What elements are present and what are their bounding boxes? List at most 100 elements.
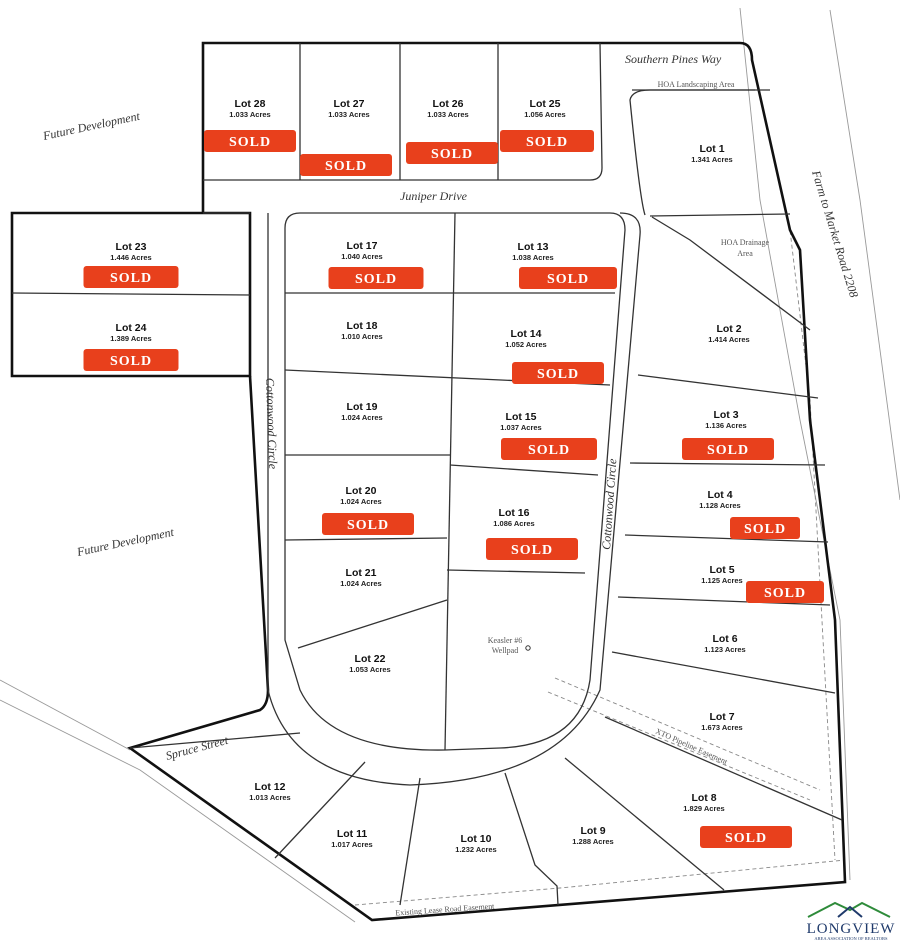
road-edge [0, 699, 356, 923]
sold-label: SOLD [764, 586, 806, 601]
sold-badge-bg [700, 826, 792, 848]
lot-name: Lot 25 [530, 98, 561, 110]
sold-badge-bg [682, 438, 774, 460]
lot-name: Lot 5 [709, 564, 734, 576]
house-roof-icon [807, 901, 891, 918]
lot-acres: 1.037 Acres [500, 423, 541, 432]
wellpad-label-2: Wellpad [492, 646, 518, 655]
lot-name: Lot 9 [580, 825, 605, 837]
lot-name: Lot 7 [709, 711, 734, 723]
hoa-landscaping-label: HOA Landscaping Area [658, 80, 735, 89]
wellpad-label: Keasler #6 [488, 636, 522, 645]
lot-name: Lot 10 [461, 833, 492, 845]
longview-logo: LONGVIEW AREA ASSOCIATION OF REALTORS [807, 901, 894, 941]
lot-name: Lot 17 [347, 240, 378, 252]
lot-11[interactable]: Lot 111.017 Acres [331, 828, 372, 849]
lot-name: Lot 12 [255, 781, 286, 793]
lot-acres: 1.038 Acres [512, 253, 553, 262]
sold-stamp: SOLD [204, 130, 296, 152]
lot-22[interactable]: Lot 221.053 Acres [349, 653, 390, 674]
lot-name: Lot 1 [699, 143, 724, 155]
lot-acres: 1.136 Acres [705, 421, 746, 430]
sold-badge-bg [83, 266, 179, 288]
lot-19[interactable]: Lot 191.024 Acres [341, 401, 382, 422]
lease-road-easement-line [354, 859, 846, 906]
sold-label: SOLD [537, 367, 579, 382]
lot-name: Lot 2 [716, 323, 741, 335]
lot-acres: 1.010 Acres [341, 332, 382, 341]
road-edge [829, 9, 900, 501]
street-cottonwood-circle-east: Cottonwood Circle [599, 458, 619, 551]
subdivision-boundary [127, 41, 847, 922]
sold-label: SOLD [355, 272, 397, 287]
lot-acres: 1.052 Acres [505, 340, 546, 349]
lot-1[interactable]: Lot 11.341 Acres [691, 143, 732, 164]
sold-stamp: SOLD [682, 438, 774, 460]
lot-acres: 1.024 Acres [340, 579, 381, 588]
street-southern-pines-way: Southern Pines Way [625, 52, 722, 66]
sold-badge-bg [300, 154, 392, 176]
lot-name: Lot 21 [346, 567, 377, 579]
lot-acres: 1.013 Acres [249, 793, 290, 802]
sold-badge-bg [519, 267, 617, 289]
lot-acres: 1.033 Acres [328, 110, 369, 119]
lot-name: Lot 27 [334, 98, 365, 110]
sold-stamp: SOLD [700, 826, 792, 848]
pipeline-easement-line [554, 677, 821, 791]
sold-badge-bg [501, 438, 597, 460]
lot-acres: 1.033 Acres [229, 110, 270, 119]
sold-stamp: SOLD [746, 581, 824, 603]
lot-10[interactable]: Lot 101.232 Acres [455, 833, 496, 854]
sold-label: SOLD [707, 443, 749, 458]
lot-7[interactable]: Lot 71.673 Acres [701, 711, 742, 732]
sold-stamp: SOLD [519, 267, 617, 289]
lot-name: Lot 22 [355, 653, 386, 665]
lot-acres: 1.033 Acres [427, 110, 468, 119]
lot-18[interactable]: Lot 181.010 Acres [341, 320, 382, 341]
lot-acres: 1.128 Acres [699, 501, 740, 510]
sold-label: SOLD [526, 135, 568, 150]
lot-12[interactable]: Lot 121.013 Acres [249, 781, 290, 802]
lot-name: Lot 8 [691, 792, 716, 804]
lot-2[interactable]: Lot 21.414 Acres [708, 323, 749, 344]
lot-21[interactable]: Lot 211.024 Acres [340, 567, 381, 588]
sold-stamp: SOLD [328, 267, 424, 289]
street-fm-2208: Farm to Market Road 2208 [809, 168, 861, 299]
lot-9[interactable]: Lot 91.288 Acres [572, 825, 613, 846]
sold-badge-bg [500, 130, 594, 152]
future-development-north: Future Development [41, 109, 142, 144]
lot-name: Lot 16 [499, 507, 530, 519]
lot-acres: 1.232 Acres [455, 845, 496, 854]
lot-acres: 1.024 Acres [341, 413, 382, 422]
sold-label: SOLD [511, 543, 553, 558]
lot-6[interactable]: Lot 61.123 Acres [704, 633, 745, 654]
road-edge [739, 7, 851, 881]
lot-acres: 1.829 Acres [683, 804, 724, 813]
lot-name: Lot 3 [713, 409, 738, 421]
lot-name: Lot 19 [347, 401, 378, 413]
lot-name: Lot 15 [506, 411, 537, 423]
sold-badge-bg [83, 349, 179, 371]
lot-acres: 1.288 Acres [572, 837, 613, 846]
sold-label: SOLD [229, 135, 271, 150]
lot-acres: 1.673 Acres [701, 723, 742, 732]
sold-badge-bg [328, 267, 424, 289]
sold-label: SOLD [325, 159, 367, 174]
lot-name: Lot 14 [511, 328, 542, 340]
